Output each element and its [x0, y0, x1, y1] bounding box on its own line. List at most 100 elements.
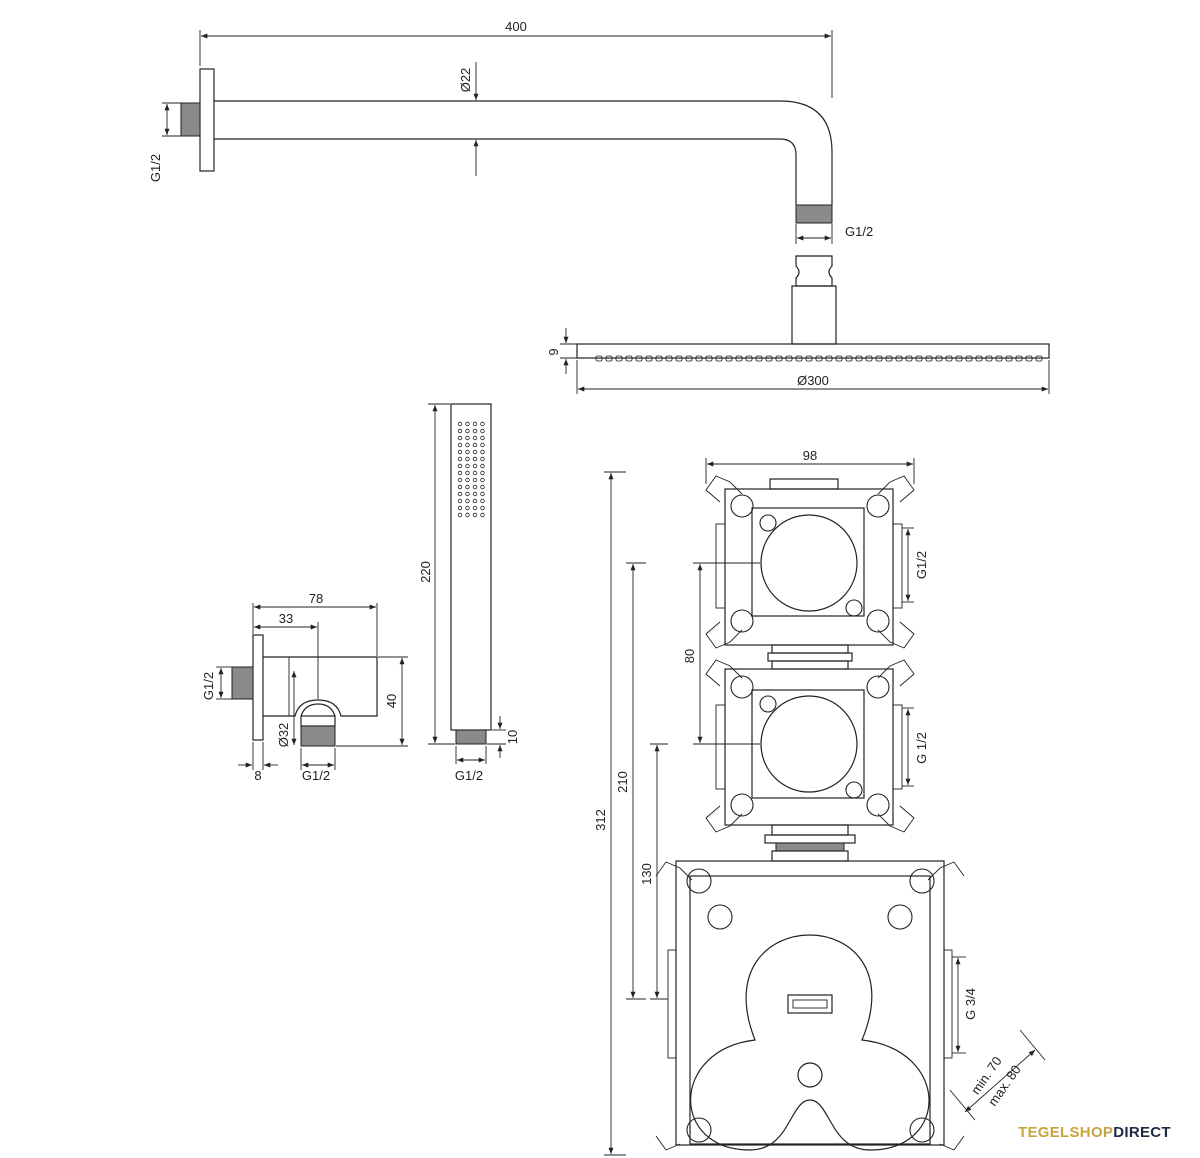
dim-height-130: 130 — [639, 743, 668, 1000]
hand-nozzle — [472, 421, 478, 427]
nozzle — [635, 355, 643, 362]
dim-valve-pitch: 80 — [682, 562, 760, 745]
hand-nozzle — [480, 428, 485, 434]
nozzle — [625, 355, 633, 362]
label-valve-pitch: 80 — [682, 649, 697, 663]
nozzle — [675, 355, 683, 362]
dim-outlet-height: 40 — [336, 656, 408, 747]
hand-nozzle — [472, 505, 478, 511]
nozzle — [845, 355, 853, 362]
dim-hand-thread: G1/2 — [455, 746, 487, 783]
hand-nozzle — [465, 428, 470, 434]
dim-arm-length: 400 — [199, 19, 833, 98]
hand-nozzle — [465, 505, 470, 511]
label-height-130: 130 — [639, 863, 654, 885]
hand-nozzle — [457, 470, 463, 476]
nozzle — [1025, 355, 1033, 362]
nozzle — [895, 355, 903, 362]
hand-nozzle — [480, 435, 485, 441]
nozzle — [615, 355, 623, 362]
head-nozzles — [595, 355, 1043, 362]
hand-nozzle — [480, 442, 485, 448]
nozzle — [755, 355, 763, 362]
label-arm-length: 400 — [505, 19, 527, 34]
stop-valve-lower — [705, 659, 915, 862]
hand-nozzle — [480, 484, 485, 490]
dim-outlet-diameter: Ø32 — [276, 671, 297, 748]
nozzle — [945, 355, 953, 362]
nozzle — [995, 355, 1003, 362]
hand-nozzle — [472, 491, 478, 497]
hand-nozzle — [472, 428, 478, 434]
brand-part2: DIRECT — [1113, 1124, 1171, 1141]
nozzle — [1005, 355, 1013, 362]
hand-nozzle — [457, 421, 463, 427]
hand-nozzle — [480, 505, 485, 511]
dim-total-height: 312 — [593, 471, 626, 1156]
dim-arm-end-thread: G1/2 — [795, 224, 873, 244]
nozzle — [715, 355, 723, 362]
label-main-thread: G 3/4 — [963, 988, 978, 1020]
nozzle — [965, 355, 973, 362]
stop-valve-upper — [705, 475, 915, 670]
hand-nozzle — [480, 421, 485, 427]
hand-shower-nozzles — [457, 421, 485, 518]
label-outlet-height: 40 — [384, 694, 399, 708]
hand-nozzle — [457, 498, 463, 504]
dim-valve2-thread: G 1/2 — [902, 707, 929, 787]
nozzle — [725, 355, 733, 362]
label-box-width: 98 — [803, 448, 817, 463]
hand-nozzle — [465, 477, 470, 483]
dim-box-width: 98 — [705, 448, 915, 484]
hand-nozzle — [457, 491, 463, 497]
nozzle — [915, 355, 923, 362]
hand-nozzle — [480, 498, 485, 504]
label-head-diameter: Ø300 — [797, 373, 829, 388]
hand-nozzle — [472, 442, 478, 448]
nozzle — [805, 355, 813, 362]
hand-nozzle — [465, 449, 470, 455]
nozzle — [705, 355, 713, 362]
label-outlet-plate: 8 — [254, 768, 261, 783]
dim-outlet-width: 78 — [252, 591, 378, 656]
hand-nozzle — [472, 463, 478, 469]
hand-nozzle — [472, 498, 478, 504]
dim-outlet-bottom-thread: G1/2 — [300, 748, 336, 783]
label-outlet-diameter: Ø32 — [276, 723, 291, 748]
hand-nozzle — [472, 449, 478, 455]
dim-head-diameter: Ø300 — [576, 360, 1050, 394]
shower-head — [576, 255, 1050, 362]
label-wall-thread: G1/2 — [148, 154, 163, 182]
hand-nozzle — [457, 484, 463, 490]
dim-head-thickness: 9 — [546, 328, 577, 374]
label-arm-diameter: Ø22 — [458, 68, 473, 93]
hand-nozzle — [457, 477, 463, 483]
label-outlet-bottom-thread: G1/2 — [302, 768, 330, 783]
dim-outlet-plate: 8 — [238, 742, 278, 783]
label-valve2-thread: G 1/2 — [914, 732, 929, 764]
wall-outlet — [231, 634, 378, 747]
dim-wall-thread: G1/2 — [148, 102, 181, 182]
nozzle — [645, 355, 653, 362]
dim-main-thread: G 3/4 — [952, 956, 978, 1054]
nozzle — [775, 355, 783, 362]
label-hand-thread: G1/2 — [455, 768, 483, 783]
nozzle — [815, 355, 823, 362]
hand-nozzle — [457, 512, 463, 518]
dim-install-depth: min. 70 max. 80 — [949, 1029, 1046, 1121]
hand-nozzle — [457, 456, 463, 462]
hand-nozzle — [457, 449, 463, 455]
hand-nozzle — [457, 435, 463, 441]
dim-arm-diameter: Ø22 — [458, 62, 479, 176]
nozzle — [885, 355, 893, 362]
dim-hand-length: 220 — [418, 403, 455, 745]
hand-nozzle — [457, 505, 463, 511]
hand-nozzle — [457, 463, 463, 469]
dim-hand-end: 10 — [487, 716, 520, 758]
nozzle — [935, 355, 943, 362]
hand-nozzle — [480, 463, 485, 469]
nozzle — [925, 355, 933, 362]
nozzle — [855, 355, 863, 362]
label-outlet-offset: 33 — [279, 611, 293, 626]
